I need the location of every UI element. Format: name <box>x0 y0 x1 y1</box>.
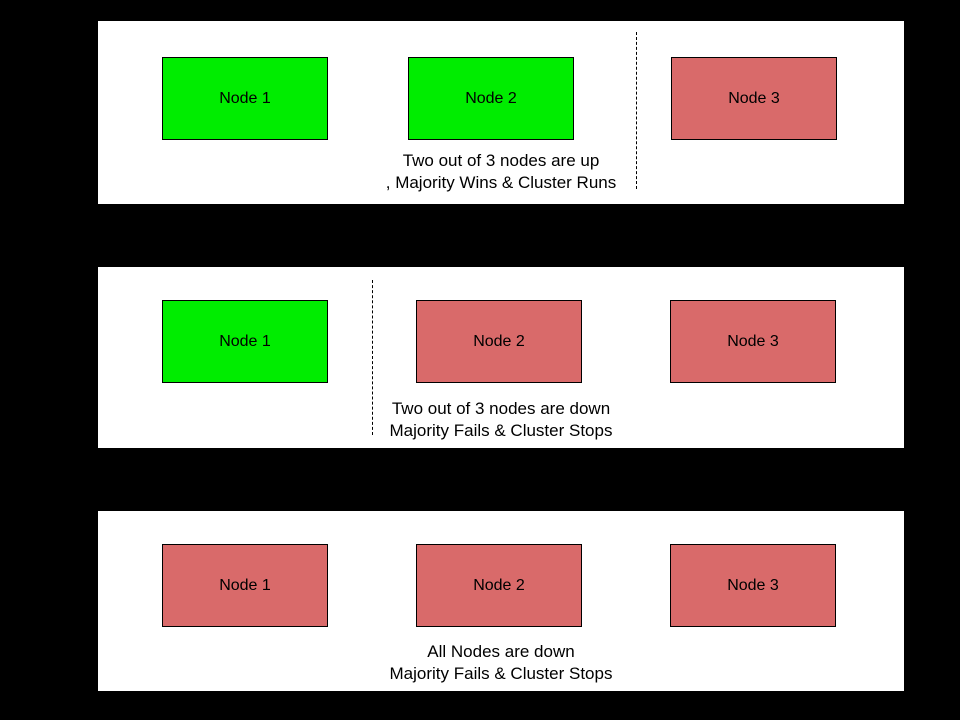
caption-line-1: Two out of 3 nodes are up <box>402 151 600 170</box>
caption-line-2: Majority Fails & Cluster Stops <box>389 421 613 440</box>
node-box-1: Node 1 <box>162 544 328 627</box>
node-box-1: Node 1 <box>162 57 328 140</box>
node-box-2: Node 2 <box>408 57 574 140</box>
node-box-2: Node 2 <box>416 300 582 383</box>
node-label: Node 1 <box>219 576 271 594</box>
partition-divider <box>636 32 637 189</box>
node-label: Node 2 <box>473 332 525 350</box>
node-label: Node 3 <box>727 576 779 594</box>
node-box-3: Node 3 <box>670 300 836 383</box>
node-box-3: Node 3 <box>670 544 836 627</box>
node-label: Node 2 <box>473 576 525 594</box>
caption-line-1: Two out of 3 nodes are down <box>391 399 611 418</box>
node-label: Node 1 <box>219 89 271 107</box>
scenario-caption: Two out of 3 nodes are up , Majority Wins… <box>98 150 904 194</box>
node-box-3: Node 3 <box>671 57 837 140</box>
caption-line-2: Majority Fails & Cluster Stops <box>389 664 613 683</box>
node-label: Node 1 <box>219 332 271 350</box>
caption-line-2: , Majority Wins & Cluster Runs <box>385 173 617 192</box>
scenario-panel-two-nodes-up: Node 1 Node 2 Node 3 Two out of 3 nodes … <box>96 19 906 206</box>
node-label: Node 2 <box>465 89 517 107</box>
node-label: Node 3 <box>727 332 779 350</box>
node-box-2: Node 2 <box>416 544 582 627</box>
partition-divider <box>372 280 373 435</box>
scenario-panel-two-nodes-down: Node 1 Node 2 Node 3 Two out of 3 nodes … <box>96 265 906 450</box>
caption-line-1: All Nodes are down <box>427 642 575 661</box>
node-box-1: Node 1 <box>162 300 328 383</box>
node-label: Node 3 <box>728 89 780 107</box>
